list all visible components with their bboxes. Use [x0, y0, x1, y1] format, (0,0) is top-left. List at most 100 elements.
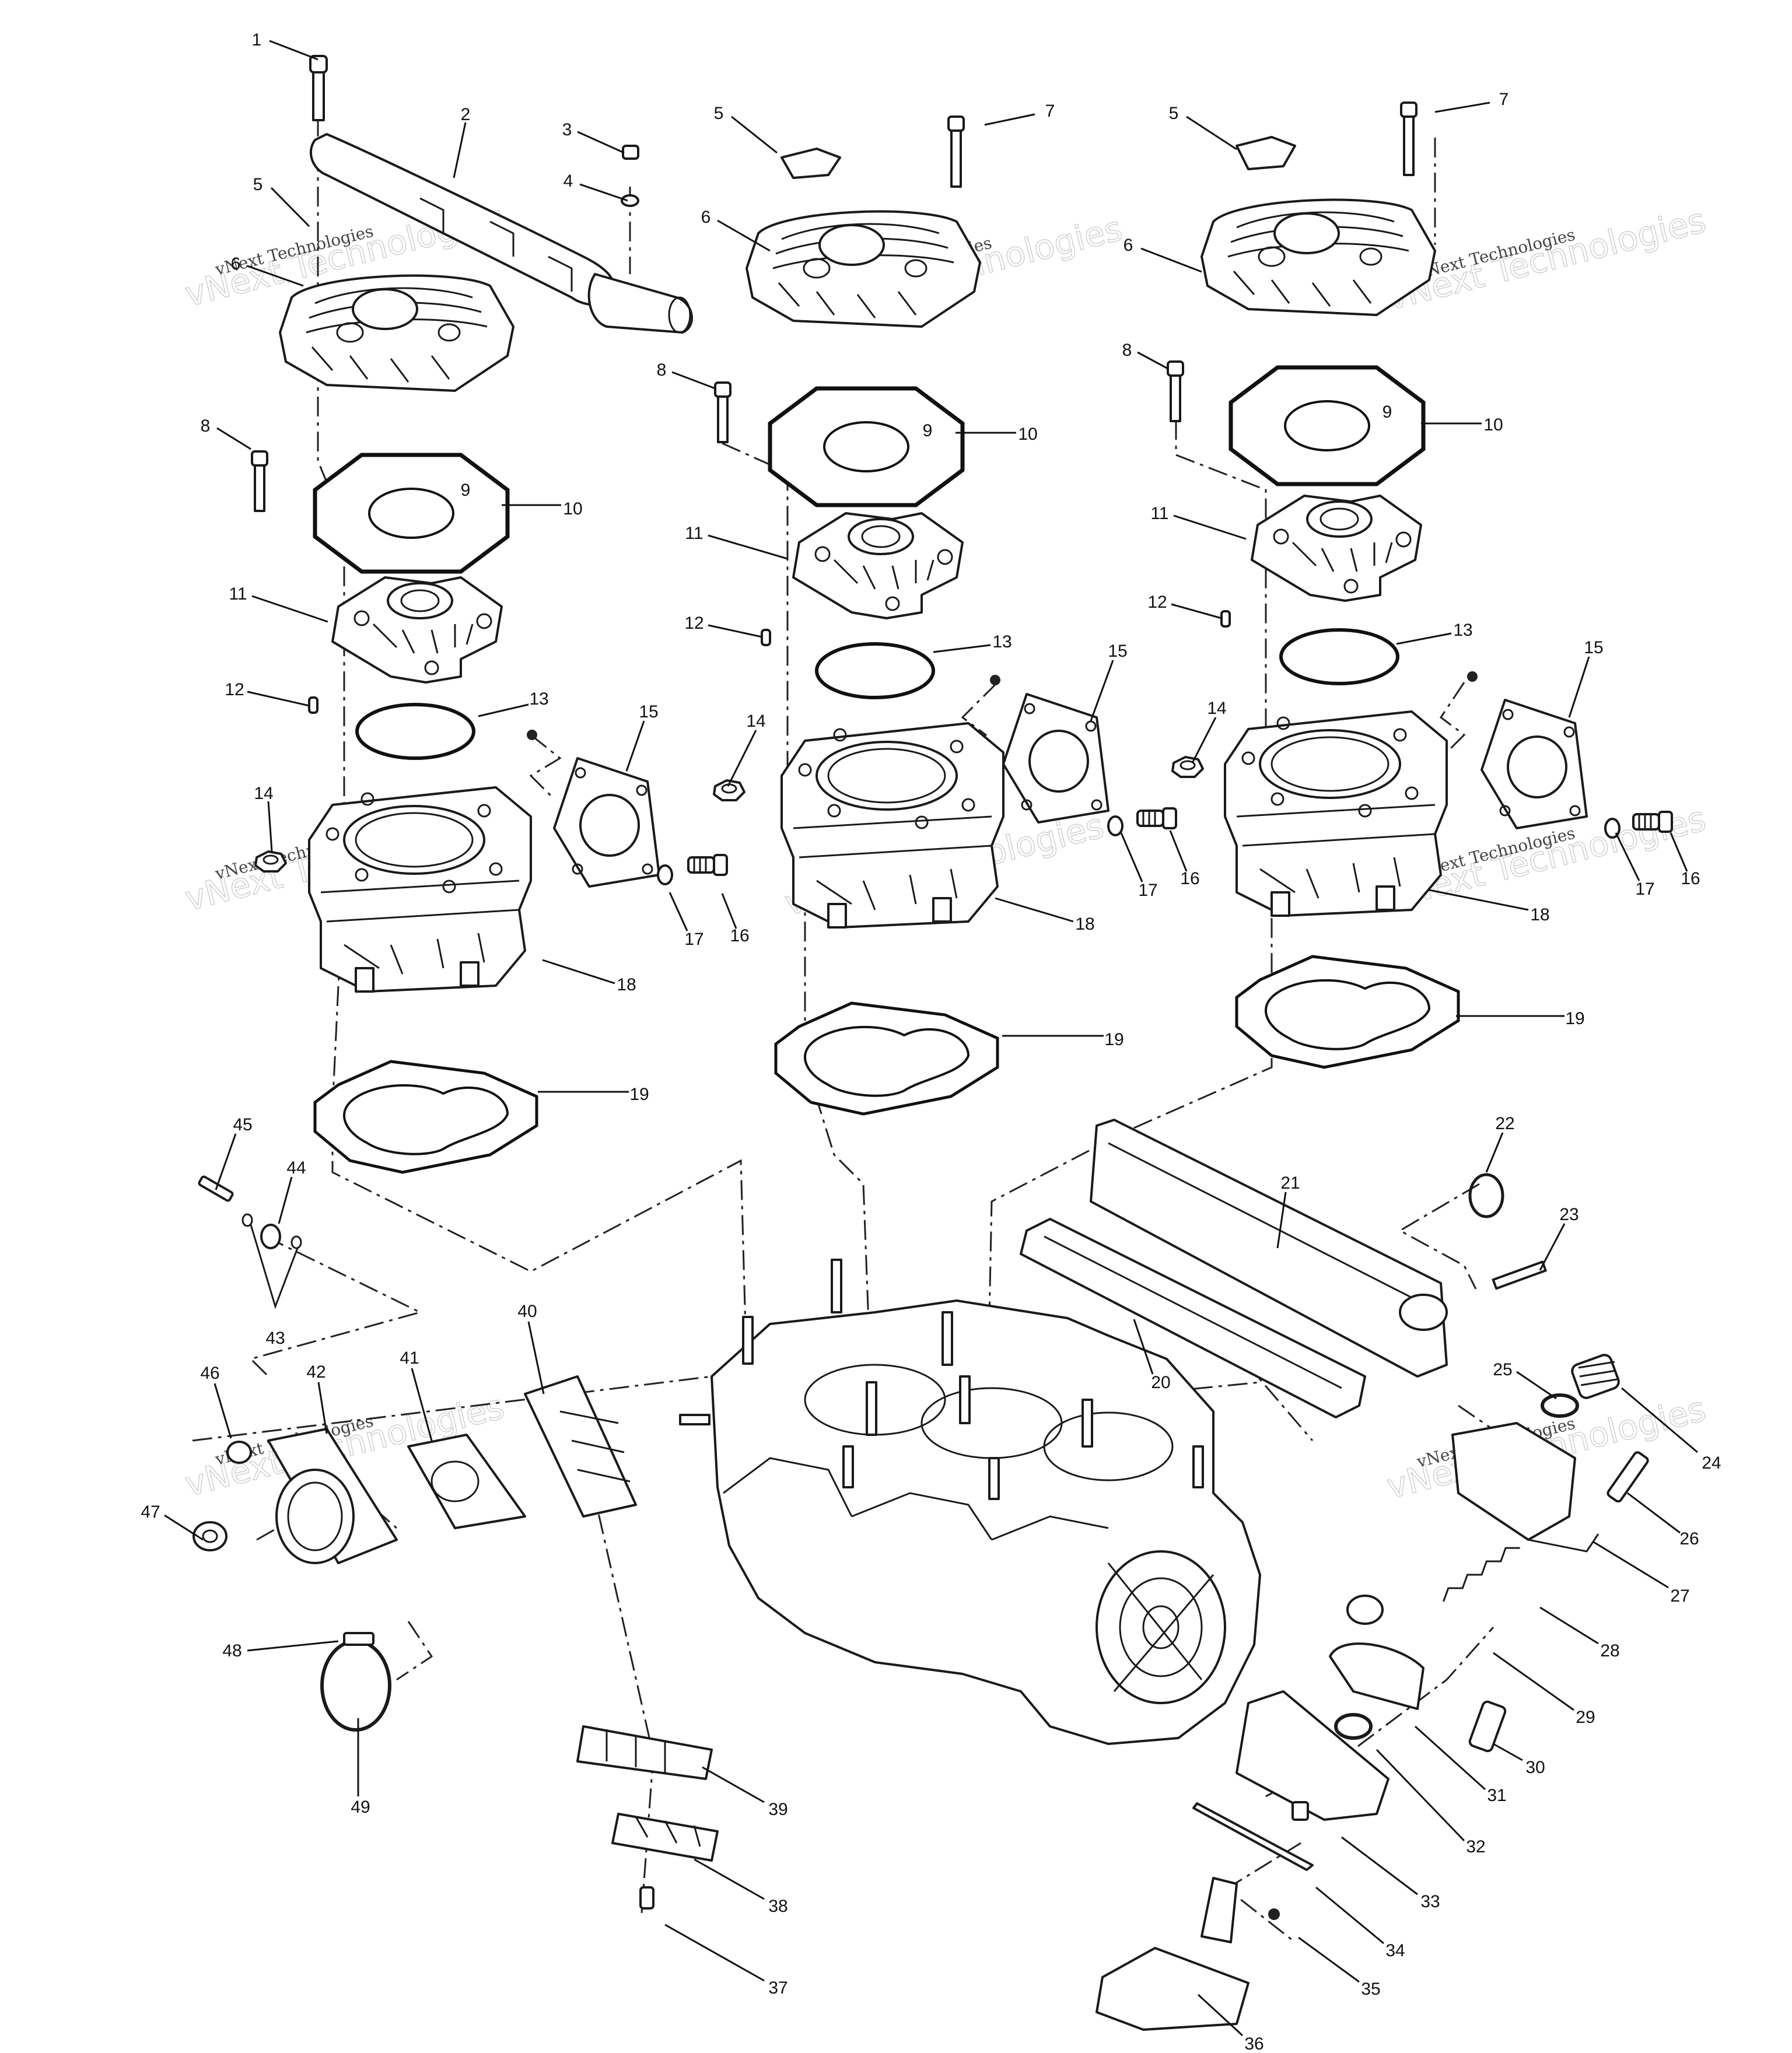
callout-43: 43 — [265, 1329, 285, 1348]
stud-washer — [1107, 815, 1124, 836]
reed-39-petals — [606, 1729, 666, 1773]
flange-42-bore — [287, 1481, 343, 1551]
cylinder — [1224, 710, 1448, 917]
spacer-41 — [407, 1434, 526, 1529]
crankcase-studs — [679, 1259, 1204, 1500]
leader-line-15 — [625, 720, 645, 772]
plate-21-fitting — [1399, 1294, 1448, 1331]
cylinder-head — [279, 274, 514, 392]
leader-line-28 — [1539, 1606, 1599, 1645]
o-ring — [1281, 630, 1398, 684]
callout-8: 8 — [1122, 341, 1132, 360]
leader-line-5 — [731, 115, 778, 154]
o-ring — [817, 644, 933, 698]
plug-dot — [990, 675, 1000, 685]
exhaust-stud — [1136, 807, 1177, 829]
callout-11: 11 — [1150, 504, 1168, 523]
leader-line-35 — [1298, 1936, 1360, 1983]
exhaust-gasket — [1002, 693, 1110, 824]
base-gasket — [776, 1003, 998, 1114]
callout-16: 16 — [730, 926, 749, 945]
cylinder-column-middle — [713, 115, 1177, 1114]
cylinder — [308, 786, 532, 993]
callout-7: 7 — [1499, 90, 1509, 109]
o-ring — [357, 705, 474, 758]
pto-shaft — [1142, 1605, 1180, 1649]
callout-48: 48 — [222, 1641, 242, 1660]
leader-line-11 — [708, 534, 788, 560]
leader-line-33 — [1341, 1836, 1418, 1896]
leader-line-42 — [317, 1382, 328, 1434]
gasket-5 — [780, 148, 841, 179]
leader-line-48 — [247, 1640, 339, 1652]
leader-line-29 — [1493, 1652, 1574, 1711]
manifold-tube — [309, 133, 615, 306]
callout-3: 3 — [562, 120, 572, 139]
leader-line-8 — [1137, 351, 1168, 370]
nut-47-hole — [202, 1529, 218, 1543]
callout-40: 40 — [517, 1302, 537, 1321]
housing-27-flange — [1528, 1533, 1600, 1553]
cylinder-cap — [1251, 495, 1422, 602]
leader-line-11 — [1173, 514, 1247, 540]
fitting-24 — [1571, 1354, 1620, 1399]
dowel-pin — [761, 629, 771, 646]
callout-18: 18 — [1530, 905, 1549, 924]
bolt-7-shank — [950, 129, 962, 188]
nut-46 — [226, 1441, 252, 1464]
plate-21-inner — [1108, 1142, 1430, 1308]
leader-line-18 — [995, 897, 1074, 923]
diaphragm-31 — [1329, 1642, 1424, 1710]
spacer-41-port — [430, 1460, 480, 1502]
cylinder-bore-3 — [1043, 1411, 1174, 1481]
exhaust-stud — [1632, 811, 1673, 833]
leader-line-3 — [577, 131, 625, 154]
leader-line-31 — [1414, 1725, 1486, 1791]
callout-23: 23 — [1559, 1205, 1578, 1224]
leader-line-23 — [1539, 1223, 1566, 1271]
right-side-parts — [1096, 1354, 1649, 2031]
callout-19: 19 — [1104, 1030, 1124, 1049]
callout-32: 32 — [1466, 1837, 1485, 1856]
leader-line-13 — [933, 644, 991, 653]
leader-line-46 — [214, 1383, 232, 1439]
leader-line-20 — [1133, 1319, 1154, 1375]
leader-line-14 — [727, 730, 757, 787]
bolt-23 — [1492, 1260, 1547, 1290]
base-gasket — [315, 1061, 537, 1172]
callout-16: 16 — [1681, 869, 1700, 888]
plate-21 — [1090, 1119, 1448, 1378]
callout-14: 14 — [746, 712, 765, 731]
callout-42: 42 — [306, 1362, 326, 1382]
plate-36 — [1096, 1947, 1250, 2031]
bolt-8-head — [1167, 360, 1184, 377]
screw-37 — [639, 1886, 654, 1910]
o-ring-25 — [1541, 1393, 1579, 1418]
manifold-ribs — [419, 197, 573, 292]
plug-dot-35 — [1268, 1908, 1280, 1920]
callout-14: 14 — [254, 784, 273, 803]
gasket-35 — [1192, 1802, 1314, 1871]
washer-44b — [290, 1235, 302, 1249]
leader-line-25 — [1516, 1371, 1557, 1400]
callout-11: 11 — [229, 584, 247, 604]
group-43-bracket — [250, 1224, 299, 1309]
intake-side-gaskets — [1020, 1119, 1547, 1418]
callout-13: 13 — [529, 689, 548, 709]
callout-1: 1 — [252, 30, 262, 50]
bolt-26 — [1606, 1451, 1649, 1503]
leader-line-21 — [1276, 1192, 1287, 1249]
leader-line-39 — [702, 1766, 765, 1803]
leader-line-44 — [278, 1176, 293, 1224]
leader-line-16 — [1169, 830, 1188, 872]
screw-30 — [1468, 1700, 1507, 1753]
exhaust-stud — [687, 854, 728, 876]
bolt-8-shank — [717, 395, 729, 443]
callout-29: 29 — [1576, 1708, 1595, 1727]
plug-dot — [527, 730, 537, 740]
leader-line-24 — [1621, 1387, 1698, 1453]
callout-10: 10 — [563, 499, 582, 518]
leader-line-36 — [1197, 1994, 1244, 2037]
crankcase-webs — [723, 1457, 1109, 1541]
shaft-36 — [1200, 1877, 1238, 1943]
